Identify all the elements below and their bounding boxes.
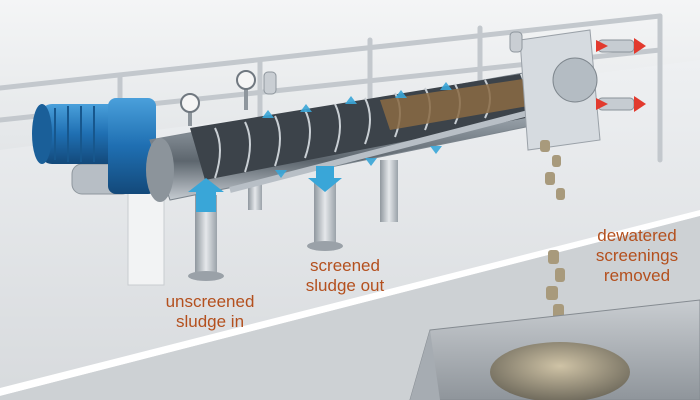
filtrate-exit-arrows bbox=[596, 38, 646, 112]
falling-screenings bbox=[540, 140, 565, 320]
label-screened-sludge-out: screened sludge out bbox=[290, 256, 400, 296]
label-line: screened bbox=[310, 256, 380, 275]
flow-arrows bbox=[188, 82, 452, 212]
screenings-bin bbox=[409, 299, 700, 400]
label-unscreened-sludge-in: unscreened sludge in bbox=[150, 292, 270, 332]
drive-motor bbox=[32, 98, 156, 195]
label-line: screenings bbox=[595, 246, 679, 265]
exit-arrow-icon bbox=[634, 38, 646, 54]
label-line: removed bbox=[603, 266, 671, 285]
label-line: sludge out bbox=[305, 276, 385, 295]
pressure-gauge-icon bbox=[180, 93, 200, 113]
floor-edge-stripe bbox=[0, 210, 700, 396]
label-line: sludge in bbox=[175, 312, 245, 331]
sludge-mass bbox=[380, 78, 540, 130]
label-dewatered-screenings-removed: dewatered screenings removed bbox=[574, 226, 700, 286]
label-line: unscreened bbox=[165, 292, 255, 311]
pressure-gauge-icon bbox=[236, 70, 256, 90]
label-line: dewatered bbox=[597, 226, 677, 245]
outflow-arrow-icon bbox=[308, 166, 342, 192]
pressure-gauges bbox=[180, 31, 523, 126]
exit-arrow-icon bbox=[634, 96, 646, 112]
inflow-arrow-icon bbox=[188, 178, 224, 212]
